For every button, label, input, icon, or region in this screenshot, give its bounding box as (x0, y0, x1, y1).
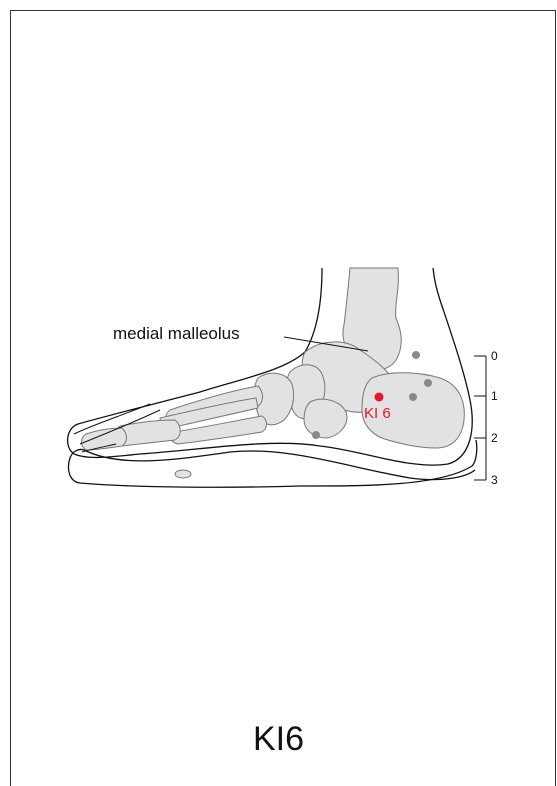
scale-tick-1: 1 (491, 389, 498, 403)
marker-dot (409, 393, 417, 401)
scale-labels: 0 1 2 3 (491, 349, 498, 487)
acupoint-dot (375, 393, 384, 402)
point-title: KI6 (0, 720, 557, 759)
foot-bones (82, 268, 465, 478)
marker-dot (424, 379, 432, 387)
malleolus-label: medial malleolus (113, 324, 240, 343)
cuboid-bone (304, 399, 347, 438)
scale-bar (474, 356, 486, 480)
scale-tick-2: 2 (491, 431, 498, 445)
marker-dot (412, 351, 420, 359)
scale-tick-0: 0 (491, 349, 498, 363)
marker-dot (312, 431, 320, 439)
scale-tick-3: 3 (491, 473, 498, 487)
sesamoid-bone (175, 470, 191, 478)
acupoint-label: KI 6 (364, 405, 391, 422)
